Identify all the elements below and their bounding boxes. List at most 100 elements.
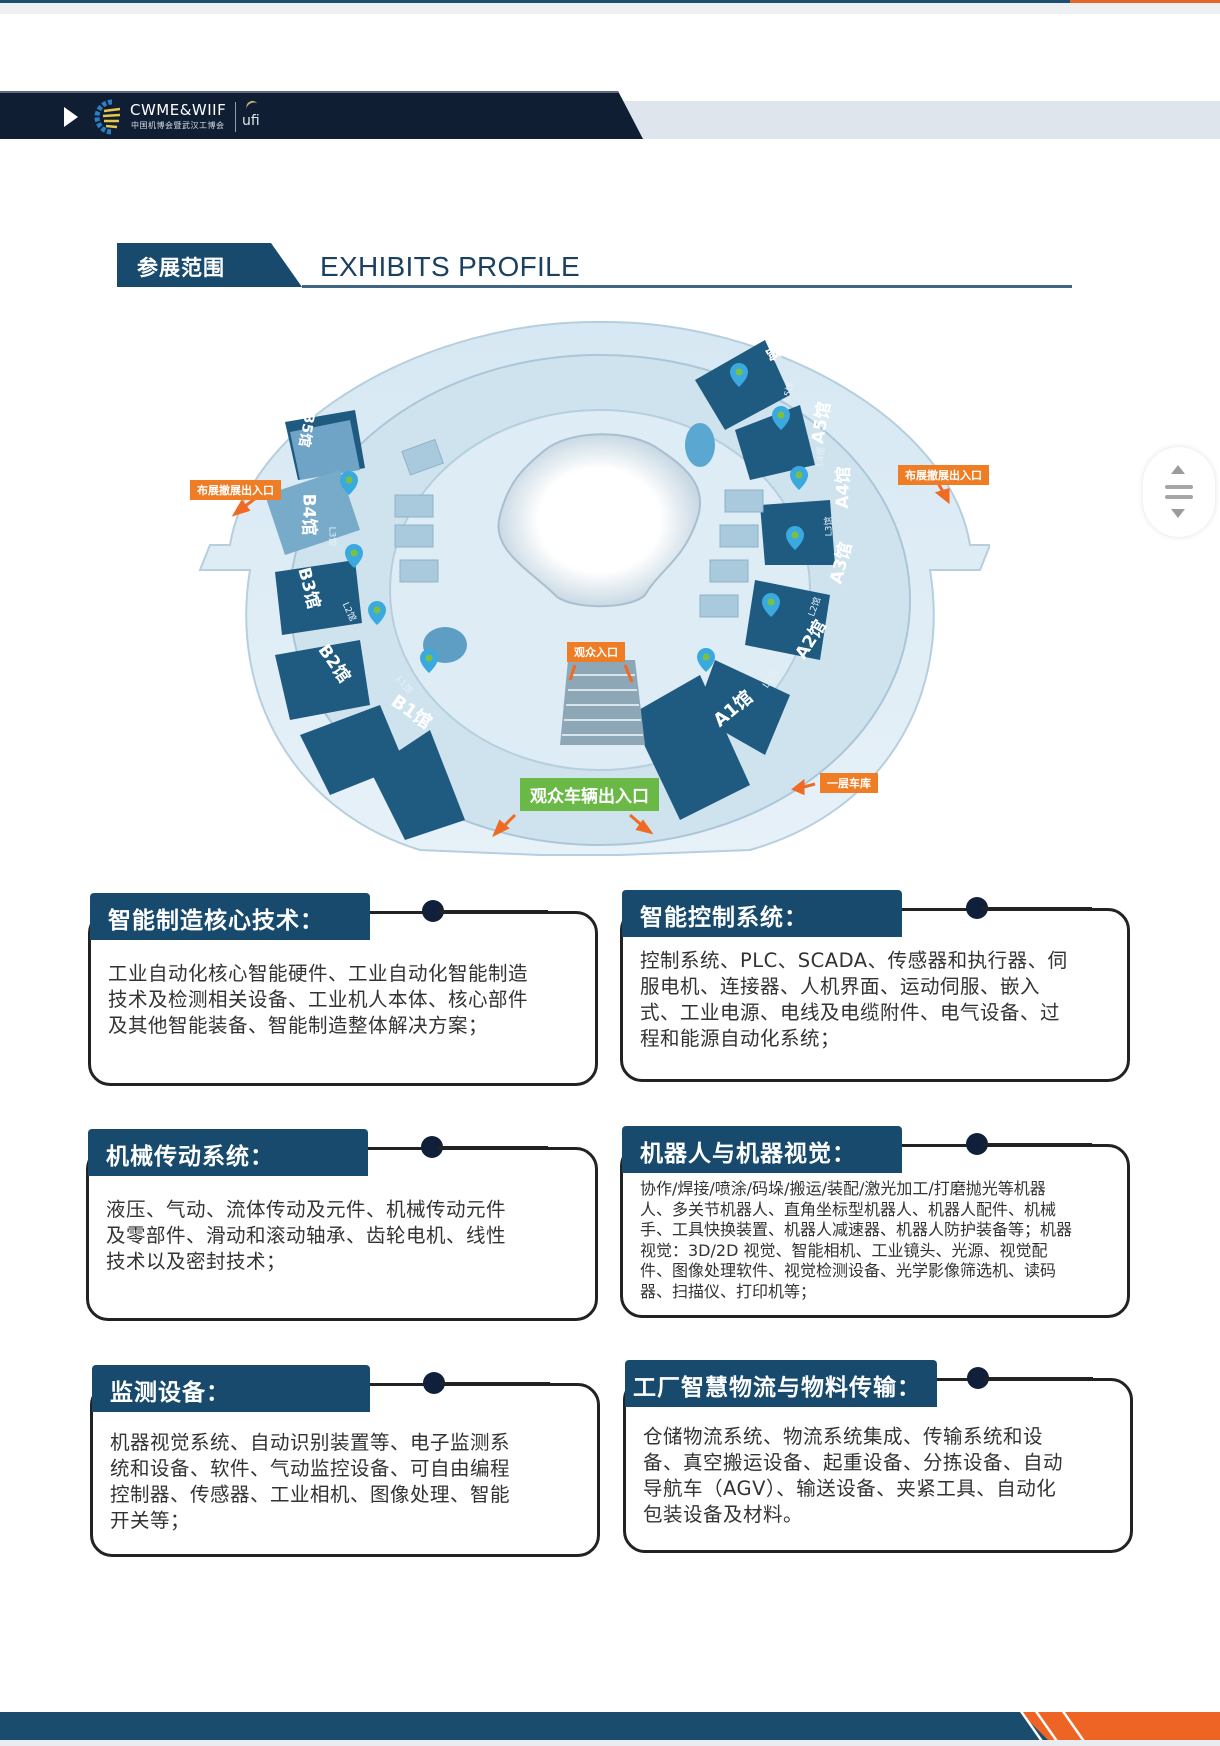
card-robotics-vision: 机器人与机器视觉： 协作/焊接/喷涂/码垛/搬运/装配/激光加工/打磨抛光等机器…: [620, 1126, 1130, 1318]
vehicle-entrance-tag: 观众车辆出入口: [520, 778, 659, 811]
card-line-text: 技术以及密封技术；: [106, 1250, 287, 1273]
connector-label-l3-a: L3馆: [824, 516, 835, 537]
location-pin-icons: [340, 363, 808, 673]
card-line-text: 人、多关节机器人、直角坐标型机器人、机器人配件、机械: [640, 1199, 1057, 1219]
header-band: CWME&WIIF 中国机博会暨武汉工博会 ufi: [0, 91, 1220, 139]
scroll-up-icon[interactable]: [1171, 465, 1185, 474]
section-underline: [302, 285, 1072, 288]
card-title-tab: 机器人与机器视觉：: [622, 1126, 902, 1173]
card-dot-icon: [967, 1367, 989, 1389]
card-line-text: 器、扫描仪、打印机等；: [640, 1281, 817, 1301]
card-line-text: 液压、气动、流体传动及元件、机械传动元件: [106, 1198, 507, 1221]
card-line-text: 及其他智能装备、智能制造整体解决方案；: [108, 1014, 489, 1037]
ufi-mark-icon: [244, 98, 260, 114]
card-frame: [88, 911, 598, 1086]
header-light-band: [600, 101, 1220, 139]
card-line-text: 备、真空搬运设备、起重设备、分拣设备、自动: [643, 1451, 1064, 1474]
card-frame: [620, 908, 1130, 1082]
card-body: 控制系统、PLC、SCADA、传感器和执行器、伺 服电机、连接器、人机界面、运动…: [640, 948, 1110, 1052]
logo-divider: [235, 102, 236, 132]
card-connector-line: [982, 907, 1092, 910]
card-connector-line: [982, 1143, 1092, 1146]
card-body: 协作/焊接/喷涂/码垛/搬运/装配/激光加工/打磨抛光等机器 人、多关节机器人、…: [640, 1179, 1110, 1302]
card-line-text: 统和设备、软件、气动监控设备、可自由编程: [110, 1457, 511, 1480]
card-title: 智能控制系统：: [640, 905, 808, 931]
logo-text: CWME&WIIF: [130, 101, 227, 119]
card-line-text: 机器视觉系统、自动识别装置等、电子监测系: [110, 1431, 511, 1454]
card-title-tab: 机械传动系统：: [88, 1129, 368, 1176]
hall-label-b4[interactable]: B4馆: [298, 493, 319, 536]
play-icon: [64, 107, 78, 127]
card-body: 工业自动化核心智能硬件、工业自动化智能制造 技术及检测相关设备、工业机人本体、核…: [108, 961, 578, 1039]
card-title-tab: 智能控制系统：: [622, 890, 902, 937]
hall-label-a4[interactable]: A4馆: [832, 466, 855, 509]
logo-subtitle: 中国机博会暨武汉工博会: [131, 121, 225, 130]
setup-exit-tag-right: 布展撤展出入口: [898, 465, 989, 485]
card-line-text: 服电机、连接器、人机界面、运动伺服、嵌入: [640, 975, 1041, 998]
card-title: 机械传动系统：: [106, 1144, 274, 1170]
connector-label-l4-a: L4馆: [815, 446, 828, 467]
card-smart-control: 智能控制系统： 控制系统、PLC、SCADA、传感器和执行器、伺 服电机、连接器…: [620, 890, 1130, 1082]
card-line-text: 导航车（AGV）、输送设备、夹紧工具、自动化: [643, 1477, 1057, 1500]
card-dot-icon: [421, 1136, 443, 1158]
card-line-text: 程和能源自动化系统；: [640, 1027, 841, 1050]
card-line-text: 手、工具快换装置、机器人减速器、机器人防护装备等；机器: [640, 1220, 1073, 1239]
card-mechanical-transmission: 机械传动系统： 液压、气动、流体传动及元件、机械传动元件 及零部件、滑动和滚动轴…: [86, 1129, 598, 1321]
gear-logo-icon: [94, 99, 121, 135]
card-line-text: 式、工业电源、电线及电缆附件、电气设备、过: [640, 1001, 1061, 1024]
section-title-cn: 参展范围: [137, 256, 225, 280]
setup-exit-tag-left: 布展撤展出入口: [190, 480, 281, 500]
card-smart-logistics: 工厂智慧物流与物料传输： 仓储物流系统、物流系统集成、传输系统和设 备、真空搬运…: [623, 1360, 1133, 1553]
card-title-tab: 监测设备：: [92, 1365, 370, 1412]
top-orange-accent: [1060, 0, 1220, 3]
card-dot-icon: [423, 1372, 445, 1394]
scroll-handle-icon[interactable]: [1165, 495, 1193, 499]
card-connector-line: [438, 910, 548, 913]
card-connector-line: [983, 1377, 1093, 1380]
footer-band: [0, 1712, 1220, 1740]
card-connector-line: [440, 1382, 550, 1385]
card-title: 工厂智慧物流与物料传输：: [633, 1375, 921, 1401]
card-line-text: 技术及检测相关设备、工业机人本体、核心部件: [108, 988, 529, 1011]
card-dot-icon: [966, 897, 988, 919]
card-smart-manufacturing: 智能制造核心技术： 工业自动化核心智能硬件、工业自动化智能制造 技术及检测相关设…: [88, 893, 598, 1086]
ufi-logo: ufi: [242, 113, 260, 129]
card-dot-icon: [966, 1133, 988, 1155]
card-frame: [620, 1144, 1130, 1318]
connector-label-l3-b: L3馆: [326, 526, 337, 547]
card-body: 液压、气动、流体传动及元件、机械传动元件 及零部件、滑动和滚动轴承、齿轮电机、线…: [106, 1197, 578, 1275]
card-line-text: 及零部件、滑动和滚动轴承、齿轮电机、线性: [106, 1224, 507, 1247]
card-connector-line: [438, 1146, 548, 1149]
card-title: 监测设备：: [110, 1380, 230, 1406]
card-line-text: 视觉：3D/2D 视觉、智能相机、工业镜头、光源、视觉配: [640, 1240, 1048, 1260]
garage-tag: 一层车库: [820, 773, 878, 793]
venue-map: B6馆 B5馆 B4馆 B3馆 B2馆 B1馆 A6馆 A5馆 A4馆 A3馆 …: [190, 310, 990, 870]
card-body: 机器视觉系统、自动识别装置等、电子监测系 统和设备、软件、气动监控设备、可自由编…: [110, 1430, 580, 1534]
section-title-en: EXHIBITS PROFILE: [320, 251, 580, 282]
top-stripe: [0, 0, 1220, 3]
footer-gray-band: [0, 1740, 1220, 1746]
footer-orange-accent: [1020, 1712, 1220, 1740]
card-line-text: 开关等；: [110, 1509, 191, 1532]
card-title-tab: 智能制造核心技术：: [90, 893, 370, 940]
card-title: 智能制造核心技术：: [108, 908, 324, 934]
card-line-text: 工业自动化核心智能硬件、工业自动化智能制造: [108, 962, 529, 985]
card-frame: [623, 1378, 1133, 1553]
card-frame: [90, 1383, 600, 1557]
top-gray-band: [0, 3, 1220, 14]
card-line-text: 协作/焊接/喷涂/码垛/搬运/装配/激光加工/打磨抛光等机器: [640, 1179, 1046, 1198]
scroll-handle-icon[interactable]: [1165, 485, 1193, 489]
card-line-text: 仓储物流系统、物流系统集成、传输系统和设: [643, 1425, 1044, 1448]
card-title-tab: 工厂智慧物流与物料传输：: [625, 1360, 937, 1407]
header-dark-band: CWME&WIIF 中国机博会暨武汉工博会 ufi: [0, 91, 643, 139]
card-line-text: 包装设备及材料。: [643, 1503, 804, 1526]
scroll-widget[interactable]: [1143, 447, 1215, 537]
venue-map-graphic: [198, 320, 990, 856]
card-frame: [86, 1147, 598, 1321]
scroll-down-icon[interactable]: [1171, 509, 1185, 518]
card-line-text: 控制系统、PLC、SCADA、传感器和执行器、伺: [640, 949, 1068, 972]
visitor-entrance-tag: 观众入口: [567, 642, 625, 662]
card-dot-icon: [422, 900, 444, 922]
card-line-text: 控制器、传感器、工业相机、图像处理、智能: [110, 1483, 511, 1506]
section-title: 参展范围 EXHIBITS PROFILE: [117, 243, 1072, 288]
